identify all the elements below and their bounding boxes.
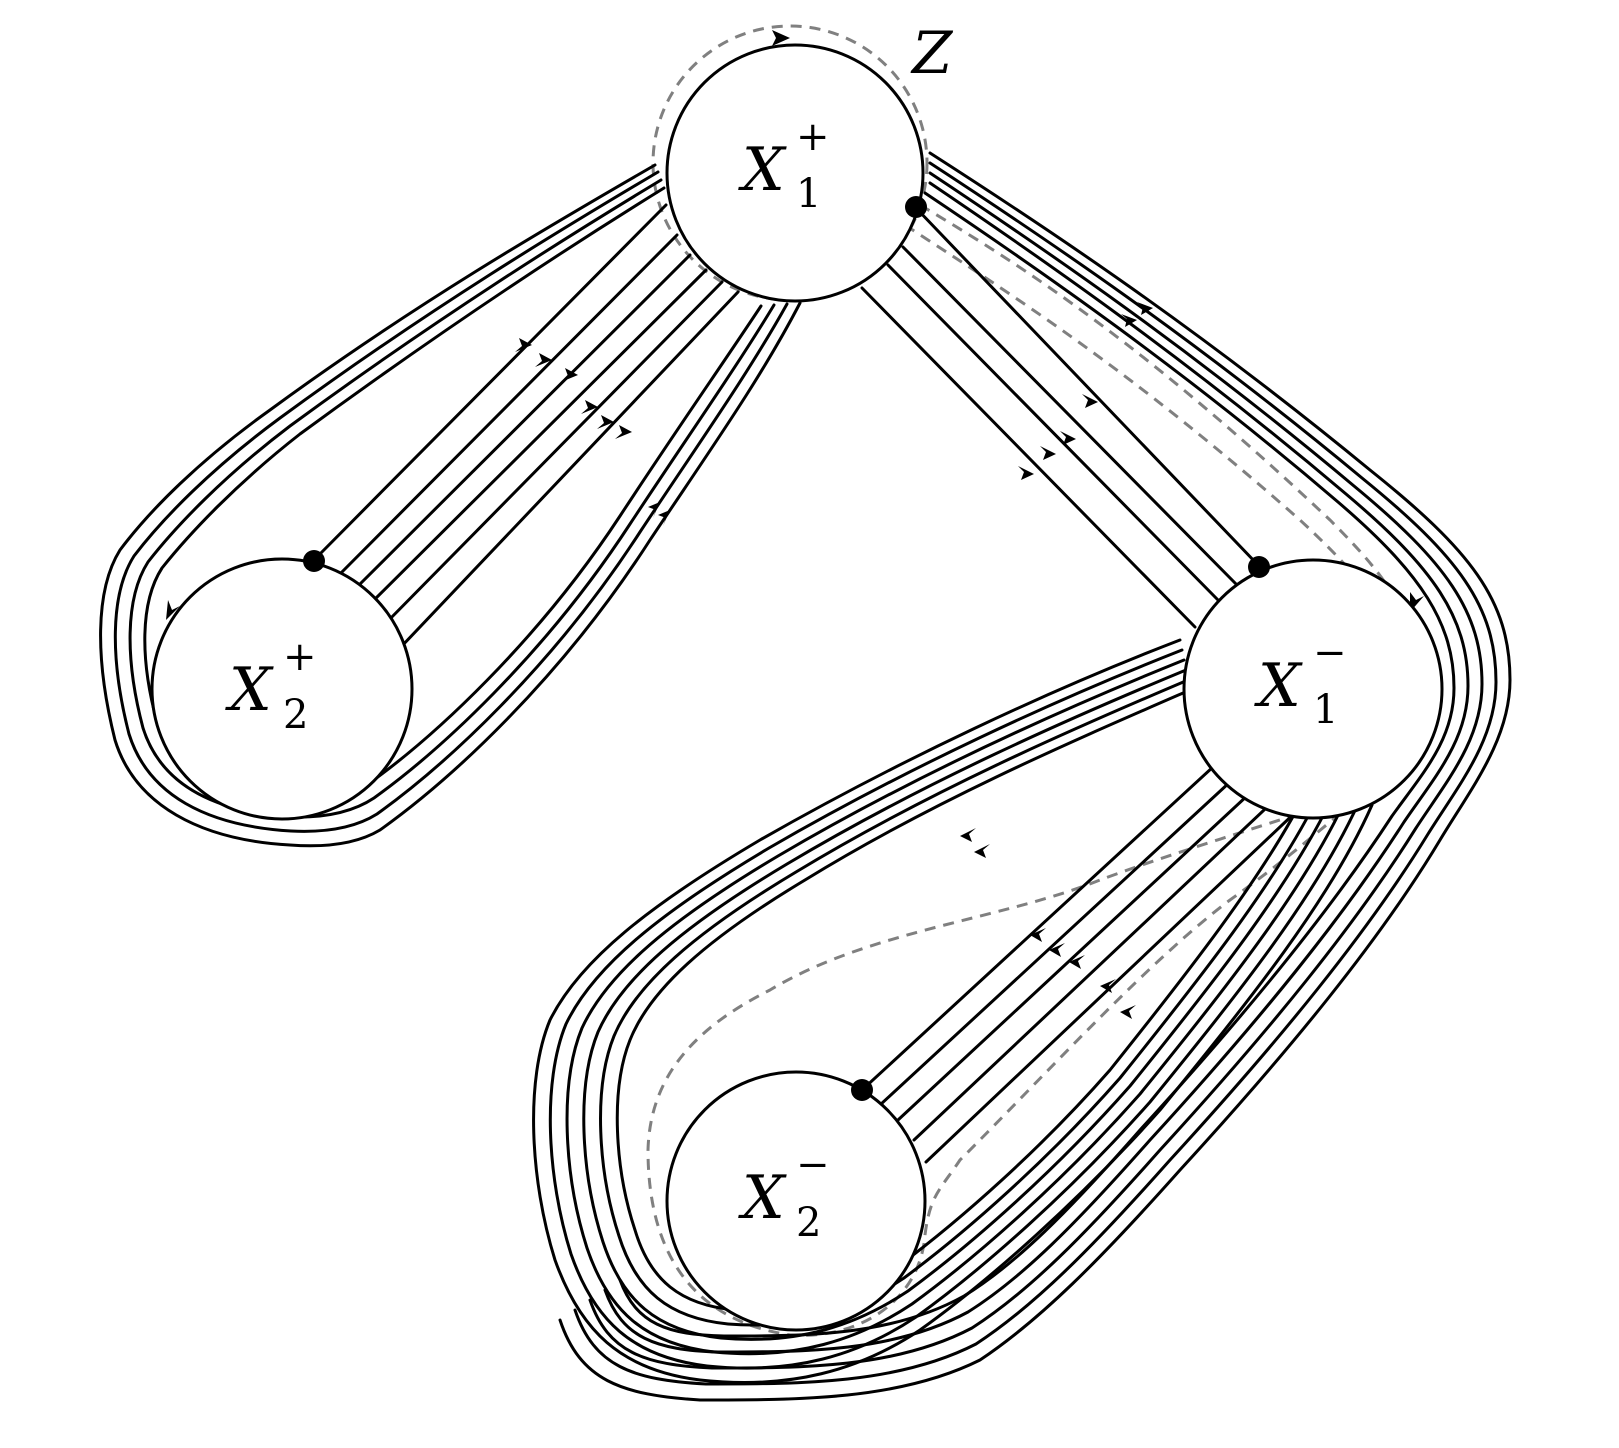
endpoint-dot: [303, 550, 325, 572]
straight-bundle-x1p-x1m: [860, 206, 1260, 629]
node-x1-minus: X − 1: [1182, 558, 1444, 820]
arrow-icon: [974, 844, 990, 858]
loop-bundle-x1m-x2m: [532, 638, 1374, 1385]
arrow-icon: [1120, 1005, 1136, 1019]
node-label-sub: 1: [1313, 687, 1338, 733]
node-label-base: X: [738, 1163, 787, 1233]
arrow-icon: [658, 510, 670, 526]
node-x2-plus: X + 2: [150, 557, 414, 821]
svg-text:X: X: [1254, 651, 1303, 721]
node-label-sup: +: [796, 114, 830, 160]
node-label-sup: +: [283, 634, 317, 680]
region-label-z: Z: [910, 19, 954, 87]
arrow-icon: [772, 30, 790, 46]
arrow-icon: [1100, 979, 1116, 993]
arrow-icon: [1018, 466, 1034, 480]
arrow-icon: [1137, 302, 1153, 315]
outer-bundle-x1p-x1m: [558, 151, 1512, 1402]
node-label-base: X: [1254, 651, 1303, 721]
endpoint-dot: [905, 196, 927, 218]
arrow-icon: [648, 502, 660, 518]
svg-text:X: X: [225, 655, 274, 725]
node-label-sub: 1: [796, 171, 821, 217]
node-label-sub: 2: [796, 1200, 821, 1246]
endpoint-dot: [1248, 556, 1270, 578]
node-label-sup: −: [796, 1142, 830, 1188]
arrow-icon: [535, 353, 552, 367]
arrow-icon: [597, 415, 614, 429]
svg-text:X: X: [738, 135, 787, 205]
node-x2-minus: X − 2: [665, 1070, 927, 1332]
endpoint-dot: [851, 1079, 873, 1101]
svg-text:X: X: [738, 1163, 787, 1233]
arrow-icon: [1069, 955, 1085, 969]
arrow-icon: [561, 368, 578, 382]
arrow-icon: [1030, 928, 1046, 942]
node-label-base: X: [738, 135, 787, 205]
arrow-icon: [1082, 394, 1098, 408]
straight-bundle-x1m-x2m: [860, 753, 1302, 1164]
node-label-sub: 2: [283, 692, 308, 738]
arrow-icon: [515, 338, 532, 352]
node-label-sup: −: [1313, 630, 1347, 676]
endpoint-dots: [303, 196, 1270, 1101]
arrow-icon: [1049, 943, 1065, 957]
arrow-icon: [1060, 431, 1076, 445]
arrow-icon: [615, 425, 632, 439]
arrow-icon: [1121, 314, 1137, 327]
loop-bundle-x1p-x2p: [99, 163, 802, 848]
arrow-icon: [1040, 446, 1056, 460]
arrow-icon: [960, 828, 976, 842]
node-label-base: X: [225, 655, 274, 725]
straight-bundle-x2p-x1p: [312, 203, 740, 650]
node-x1-plus: X + 1: [665, 43, 925, 303]
arrow-icon: [581, 400, 598, 414]
arrow-icon: [166, 600, 180, 620]
